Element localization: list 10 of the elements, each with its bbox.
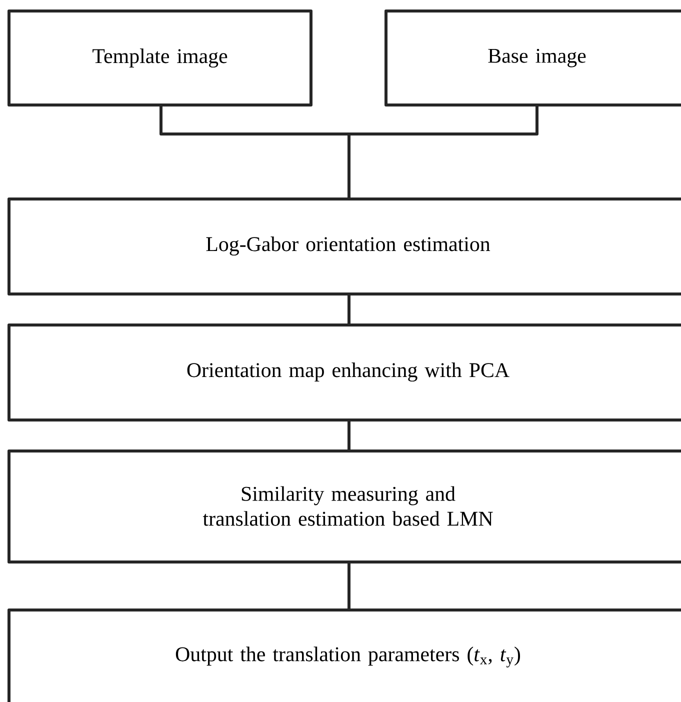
process-box: Orientation map enhancing with PCA [8,324,681,422]
connector-line [348,104,538,200]
connector-line [348,418,350,452]
process-box: Base image [384,10,681,106]
process-box: Output the translation parameters (t$_{x}$, t$_{y}$) [8,608,681,702]
process-box: Similarity measuring and translation estimation based LMN [8,450,681,564]
connector-line [348,292,350,326]
process-box: Log-Gabor orientation estimation [8,198,681,296]
process-box: Template image [8,10,312,106]
connector-line [348,560,350,612]
